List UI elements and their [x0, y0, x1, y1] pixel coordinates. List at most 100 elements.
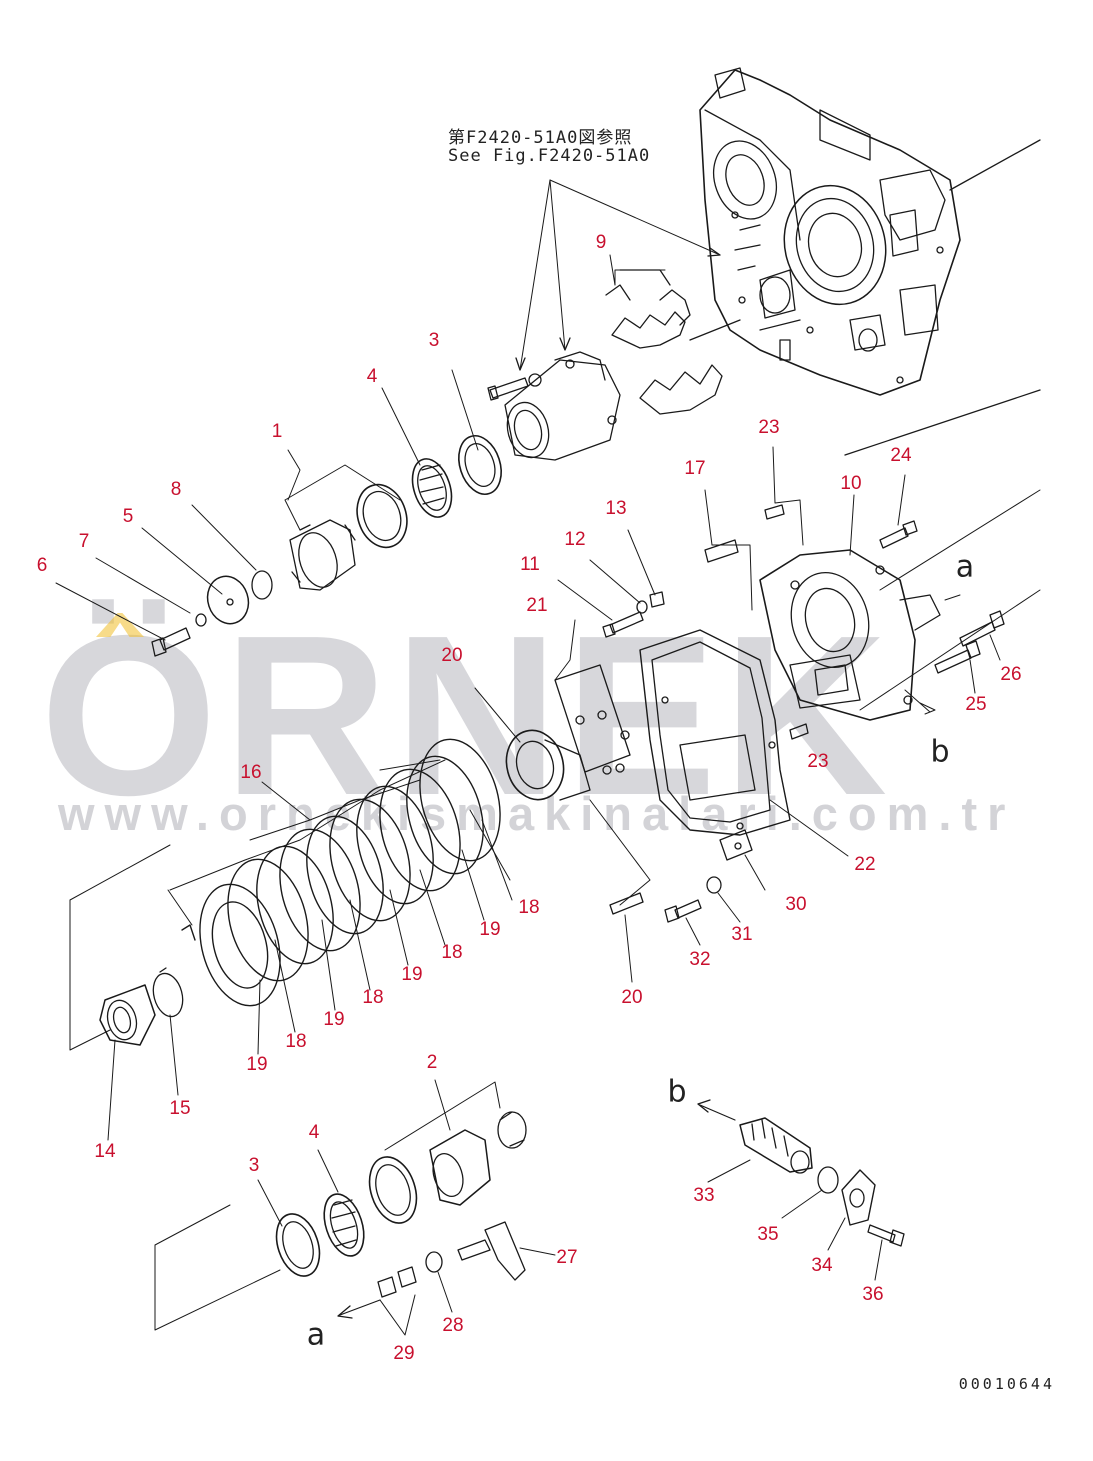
callout-8: 8: [170, 479, 182, 500]
callout-23-lower: 23: [807, 751, 829, 772]
callout-19-a: 19: [479, 919, 501, 940]
transmission-case: [699, 67, 961, 396]
clutch-hub-14: [99, 984, 156, 1046]
callout-27: 27: [556, 1247, 578, 1268]
companion-flange-2: [429, 1129, 491, 1206]
callout-5: 5: [122, 506, 134, 527]
callout-leaders: [55, 254, 1001, 1313]
callout-18-a: 18: [518, 897, 540, 918]
callout-21: 21: [526, 595, 548, 616]
bolt-11: [602, 611, 644, 638]
front-cover-10: [759, 549, 941, 721]
callout-1: 1: [271, 421, 283, 442]
cover-34: [841, 1169, 876, 1226]
retainer-housing: [504, 351, 621, 461]
callout-12: 12: [564, 529, 586, 550]
reference-leader: [549, 179, 721, 256]
callout-35: 35: [757, 1224, 779, 1245]
callout-17: 17: [684, 458, 706, 479]
callout-18-c: 18: [362, 987, 384, 1008]
dowel-pin-23-upper: [764, 504, 785, 520]
gasket-22: [639, 629, 791, 836]
coupling-yoke: [289, 519, 356, 591]
callout-20-upper: 20: [441, 645, 463, 666]
bearing-cone-4-lower: [323, 1193, 365, 1257]
washer-12: [636, 600, 648, 614]
callout-28: 28: [442, 1315, 464, 1336]
bolt-24: [879, 520, 918, 549]
connection-letter-a-lower: a: [306, 1317, 326, 1353]
connection-letter-a-upper: a: [955, 549, 975, 585]
callout-20-lower: 20: [621, 987, 643, 1008]
bearing-retainer-20: [505, 729, 591, 801]
washer-plate-5: [206, 575, 250, 625]
dust-cap-2: [497, 1111, 527, 1149]
shim-plate-21: [554, 664, 631, 775]
pin-20: [609, 892, 644, 915]
o-ring-35: [817, 1166, 839, 1194]
bolt-36: [867, 1224, 905, 1247]
callout-24: 24: [890, 445, 912, 466]
washer-31: [706, 876, 722, 894]
lever-27: [457, 1221, 526, 1281]
needle-bearing-29: [377, 1266, 417, 1298]
callout-36: 36: [862, 1284, 884, 1305]
callout-19-b: 19: [401, 964, 423, 985]
shaft-33: [739, 1117, 813, 1174]
dowel-pin-17: [704, 539, 739, 563]
connection-letter-b-upper: b: [930, 734, 950, 770]
callout-11: 11: [520, 554, 540, 575]
callout-29: 29: [393, 1343, 415, 1364]
shift-fork-set: [605, 269, 723, 415]
callout-32: 32: [689, 949, 711, 970]
callout-33: 33: [693, 1185, 715, 1206]
callout-4-lower: 4: [308, 1122, 320, 1143]
washer-7: [195, 613, 207, 627]
bolt-32: [664, 899, 702, 923]
callout-31: 31: [731, 924, 753, 945]
clutch-disc-pack: [181, 738, 501, 1007]
callout-26: 26: [1000, 664, 1022, 685]
seal-ring-1: [356, 483, 408, 549]
bolt-25: [934, 640, 981, 674]
callout-3-lower: 3: [248, 1155, 260, 1176]
callout-23-upper: 23: [758, 417, 780, 438]
callout-9: 9: [595, 232, 607, 253]
callout-2: 2: [426, 1052, 438, 1073]
callout-19-d: 19: [246, 1054, 268, 1075]
callout-6: 6: [36, 555, 48, 576]
bearing-cone-4: [411, 458, 453, 518]
callout-25: 25: [965, 694, 987, 715]
bearing-cup-3: [458, 435, 502, 495]
reference-note-japanese: 第F2420-51A0図参照: [448, 128, 633, 148]
bolt-26: [959, 610, 1005, 647]
callout-34: 34: [811, 1255, 833, 1276]
retainer-bolt: [487, 373, 542, 401]
bearing-cup-3-lower: [275, 1213, 321, 1277]
dowel-pin-23-lower: [789, 723, 809, 740]
callout-3-upper: 3: [428, 330, 440, 351]
callout-16: 16: [240, 762, 262, 783]
drawing-number: 00010644: [958, 1375, 1055, 1393]
seal-ring-2: [368, 1156, 418, 1224]
watermark-url: www.ornekismakinalari.com.tr: [58, 787, 1016, 840]
callout-13: 13: [605, 498, 627, 519]
callout-14: 14: [94, 1141, 116, 1162]
bolt-6: [151, 627, 191, 657]
connection-letter-b-lower: b: [667, 1074, 687, 1110]
o-ring-8: [251, 570, 273, 600]
callout-7: 7: [78, 531, 90, 552]
callout-4-upper: 4: [366, 366, 378, 387]
washer-28: [425, 1251, 443, 1273]
callout-22: 22: [854, 854, 876, 875]
snap-ring-15: [152, 967, 184, 1018]
stopper-30: [719, 829, 753, 861]
callout-18-d: 18: [285, 1031, 307, 1052]
callout-30: 30: [785, 894, 807, 915]
callout-19-c: 19: [323, 1009, 345, 1030]
reference-note-english: See Fig.F2420-51A0: [448, 146, 651, 166]
callout-15: 15: [169, 1098, 191, 1119]
callout-10: 10: [840, 473, 862, 494]
